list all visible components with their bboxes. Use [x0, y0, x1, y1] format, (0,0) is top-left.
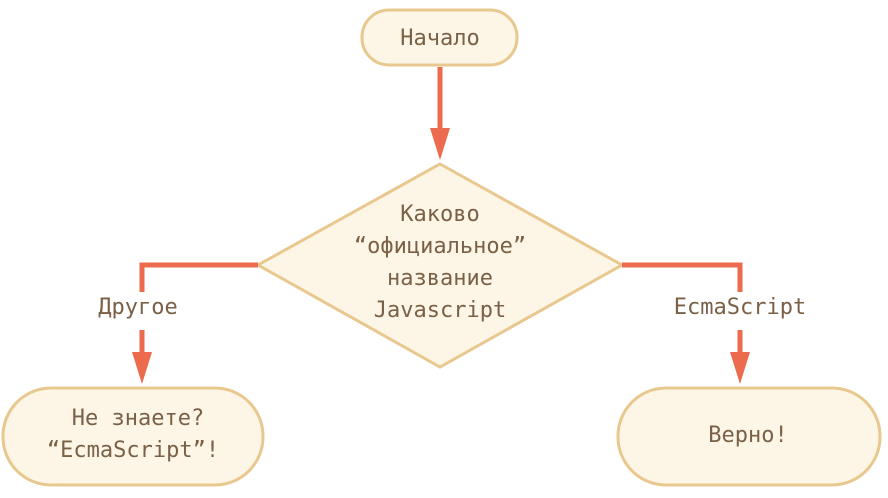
arrow-decision-to-other — [132, 262, 258, 384]
decision-line-4: Javascript — [374, 298, 506, 323]
decision-line-2: “официальное” — [354, 234, 526, 259]
decision-line-3: название — [387, 266, 493, 291]
decision-node: Каково “официальное” название Javascript — [254, 162, 626, 369]
correct-result-node: Верно! — [616, 386, 882, 487]
edge-label-ecmascript: EcmaScript — [674, 295, 806, 320]
start-node: Начало — [360, 8, 519, 67]
start-node-label: Начало — [400, 26, 479, 51]
arrow-decision-to-correct — [622, 262, 750, 384]
other-result-line-2: “EcmaScript”! — [47, 438, 219, 463]
arrow-start-to-decision — [430, 67, 450, 160]
edge-label-other: Другое — [98, 295, 177, 320]
other-result-node: Не знаете? “EcmaScript”! — [1, 386, 265, 487]
decision-line-1: Каково — [400, 202, 479, 227]
correct-result-label: Верно! — [708, 423, 787, 448]
other-result-line-1: Не знаете? — [72, 406, 204, 431]
